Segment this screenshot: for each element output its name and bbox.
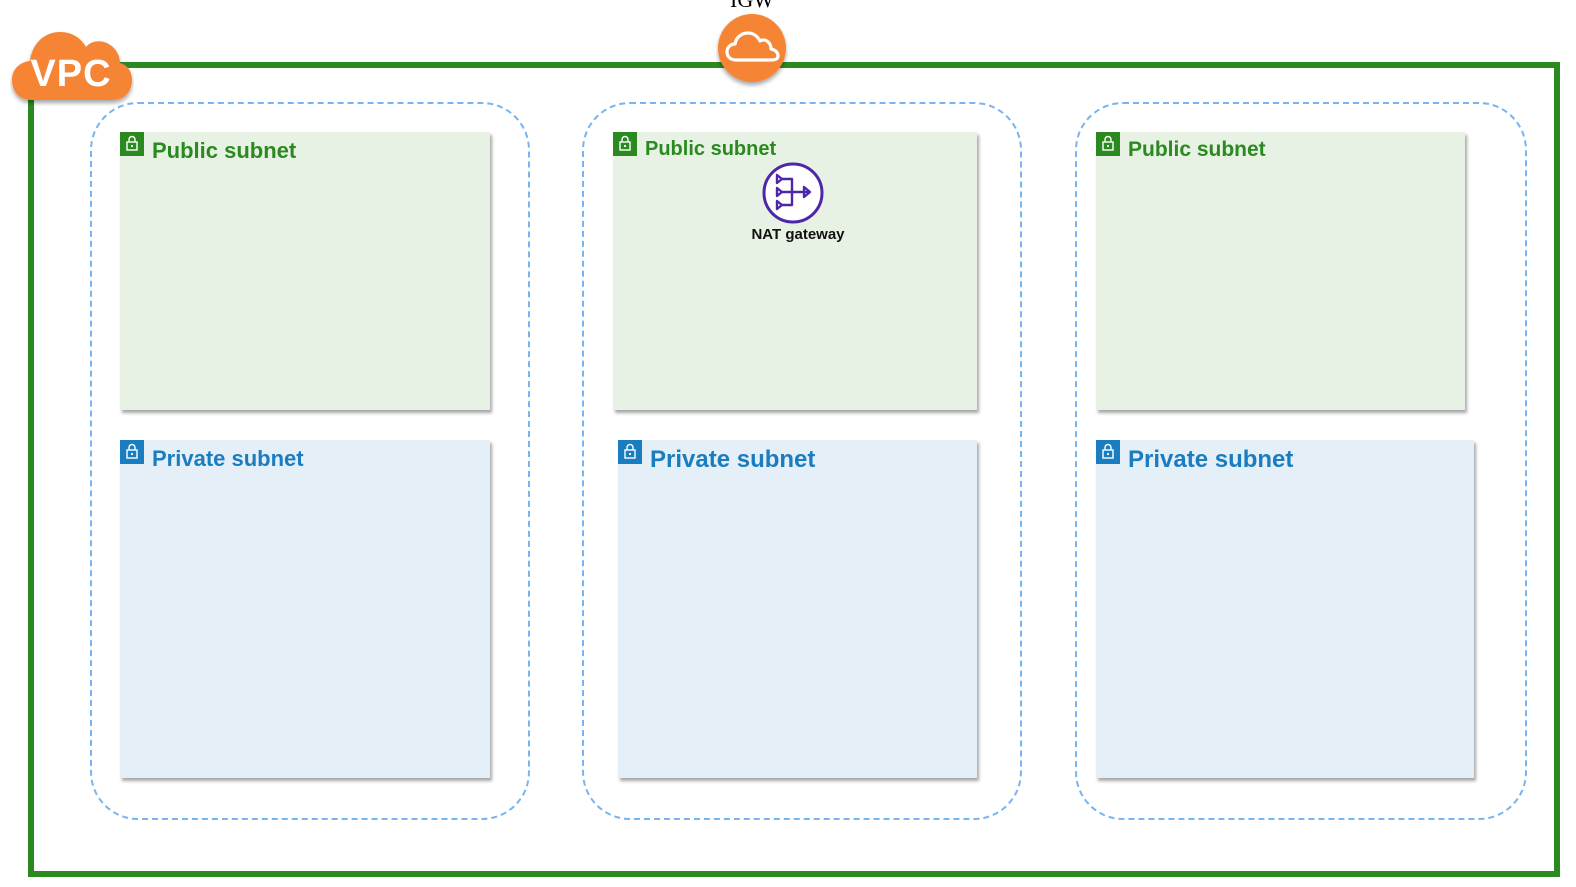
vpc-cloud-icon [10, 22, 134, 106]
availability-zone-1 [90, 102, 530, 820]
private-subnet-2[interactable]: Private subnet [618, 440, 977, 778]
lock-icon [618, 440, 642, 464]
availability-zone-3 [1075, 102, 1527, 820]
public-subnet-label: Public subnet [645, 138, 777, 160]
lock-icon [613, 132, 637, 156]
vpc-label: VPC [30, 53, 112, 95]
nat-gateway-label: NAT gateway [751, 226, 845, 243]
public-subnet-label: Public subnet [1128, 138, 1266, 161]
igw-label: IGW [712, 0, 792, 12]
public-subnet-label: Public subnet [152, 138, 297, 163]
lock-icon [120, 440, 144, 464]
availability-zone-2 [582, 102, 1022, 820]
nat-gateway-icon [762, 162, 824, 224]
public-subnet-1[interactable]: Public subnet [120, 132, 490, 410]
private-subnet-3[interactable]: Private subnet [1096, 440, 1474, 778]
lock-icon [1096, 132, 1120, 156]
vpc-boundary [28, 62, 1560, 877]
private-subnet-label: Private subnet [650, 446, 816, 473]
private-subnet-1[interactable]: Private subnet [120, 440, 490, 778]
lock-icon [120, 132, 144, 156]
internet-gateway-cloud-icon[interactable] [716, 12, 788, 88]
lock-icon [1096, 440, 1120, 464]
private-subnet-label: Private subnet [1128, 446, 1294, 473]
private-subnet-label: Private subnet [152, 446, 304, 471]
public-subnet-3[interactable]: Public subnet [1096, 132, 1465, 410]
